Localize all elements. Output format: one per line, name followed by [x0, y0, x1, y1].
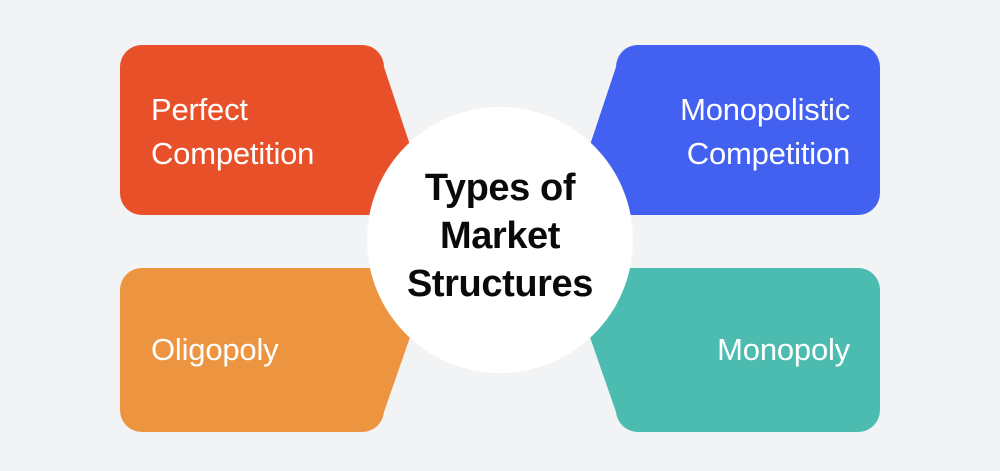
card-label-monopoly: Monopoly: [717, 332, 850, 367]
card-shape-monopoly[interactable]: [566, 265, 880, 433]
card-label-monopolistic-competition: Monopolistic Competition: [680, 92, 850, 171]
card-label-oligopoly: Oligopoly: [151, 332, 279, 367]
card-shape-monopolistic-competition[interactable]: [566, 45, 880, 218]
center-title: Types of Market Structures: [406, 167, 594, 305]
center-circle[interactable]: [367, 107, 633, 373]
card-shape-oligopoly[interactable]: [120, 265, 434, 433]
card-shape-perfect-competition[interactable]: [120, 45, 434, 218]
card-label-perfect-competition: Perfect Competition: [151, 92, 315, 171]
